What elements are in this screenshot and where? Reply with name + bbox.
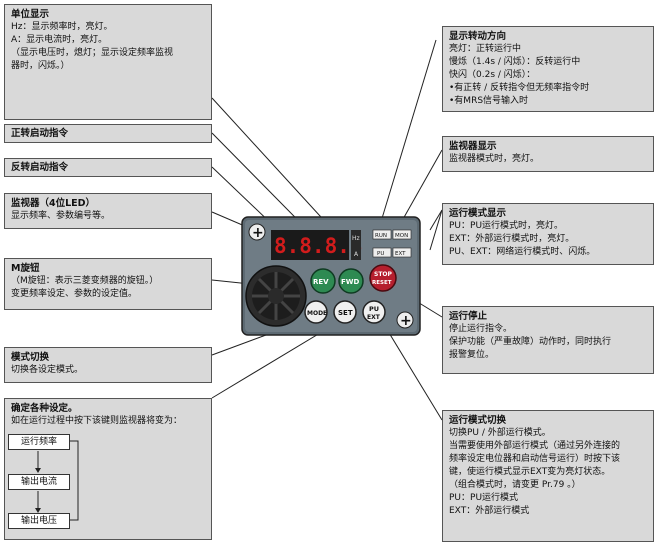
rotation-direction-line: 亮灯：正转运行中 bbox=[449, 44, 522, 54]
pu-button-label: PU bbox=[369, 305, 379, 313]
rotation-direction-line: •有MRS信号输入时 bbox=[449, 96, 529, 106]
mode-switch-title: 模式切换 bbox=[11, 352, 50, 363]
operation-mode-switch-line: PU：PU运行模式 bbox=[449, 493, 519, 503]
rev-button-label: REV bbox=[313, 278, 329, 286]
mode-button[interactable] bbox=[304, 300, 328, 324]
rev-button[interactable] bbox=[310, 268, 336, 294]
monitor-display-box: 监视器显示 监视器模式时，亮灯。 bbox=[442, 136, 654, 172]
operation-mode-switch-line: 频率设定电位器和启动信号运行）时按下该 bbox=[449, 454, 621, 464]
forward-start-title: 正转启动指令 bbox=[11, 128, 69, 139]
led-mon-label: MON bbox=[395, 233, 408, 239]
stop-line: 保护功能（严重故障）动作时，同时执行 bbox=[449, 337, 612, 347]
stop-line: 停止运行指令。 bbox=[449, 324, 513, 334]
reverse-start-title: 反转启动指令 bbox=[11, 162, 69, 173]
led-display-digits: 8.8.8.8 bbox=[274, 234, 363, 258]
m-knob-line: 变更频率设定、参数的设定值。 bbox=[11, 289, 138, 299]
operation-panel: 8.8.8.8 Hz A RUN MON PU EXT + + REV FWD … bbox=[241, 216, 421, 336]
mode-button-label: MODE bbox=[307, 310, 327, 317]
monitor-led-line: 显示频率、参数编号等。 bbox=[11, 211, 111, 221]
flow-step-frequency: 运行频率 bbox=[8, 434, 70, 450]
forward-start-box: 正转启动指令 bbox=[4, 124, 212, 143]
plus-icon: + bbox=[400, 313, 412, 329]
unit-display-title: 单位显示 bbox=[11, 9, 50, 20]
rotation-direction-line: 慢烁（1.4s / 闪烁）：反转运行中 bbox=[449, 57, 581, 67]
operation-mode-switch-line: EXT：外部运行模式 bbox=[449, 506, 530, 516]
pu-ext-button[interactable] bbox=[362, 300, 386, 324]
stop-reset-button[interactable] bbox=[369, 264, 397, 292]
set-button[interactable] bbox=[333, 300, 357, 324]
operation-mode-switch-box: 运行模式切换 切换PU / 外部运行模式。 当需要使用外部运行模式（通过另外连接… bbox=[442, 410, 654, 542]
mode-switch-line: 切换各设定模式。 bbox=[11, 365, 84, 375]
operation-mode-display-line: EXT：外部运行模式时，亮灯。 bbox=[449, 234, 575, 244]
fwd-button-label: FWD bbox=[341, 278, 360, 286]
flow-step-voltage: 输出电压 bbox=[8, 513, 70, 529]
m-knob-box: M旋钮 （M旋钮：表示三菱变频器的旋钮。） 变更频率设定、参数的设定值。 bbox=[4, 258, 212, 310]
m-knob-title: M旋钮 bbox=[11, 263, 40, 274]
operation-mode-switch-title: 运行模式切换 bbox=[449, 415, 507, 426]
stop-line: 报警复位。 bbox=[449, 350, 495, 360]
stop-title: 运行停止 bbox=[449, 311, 488, 322]
rotation-direction-box: 显示转动方向 亮灯：正转运行中 慢烁（1.4s / 闪烁）：反转运行中 快闪（0… bbox=[442, 26, 654, 112]
rotation-direction-line: 快闪（0.2s / 闪烁）： bbox=[449, 70, 536, 80]
m-knob[interactable] bbox=[245, 265, 307, 327]
rotation-direction-line: •有正转 / 反转指令但无频率指令时 bbox=[449, 83, 590, 93]
unit-display-line: （显示电压时，熄灯；显示设定频率监视 bbox=[11, 48, 174, 58]
operation-mode-switch-line: （组合模式时，请变更 Pr.79 。） bbox=[449, 480, 581, 490]
operation-mode-display-box: 运行模式显示 PU：PU运行模式时，亮灯。 EXT：外部运行模式时，亮灯。 PU… bbox=[442, 203, 654, 265]
m-knob-line: （M旋钮：表示三菱变频器的旋钮。） bbox=[11, 276, 159, 286]
operation-mode-switch-line: 当需要使用外部运行模式（通过另外连接的 bbox=[449, 441, 621, 451]
monitor-display-line: 监视器模式时，亮灯。 bbox=[449, 154, 540, 164]
reset-button-label: RESET bbox=[372, 280, 392, 286]
unit-display-line: Hz：显示频率时，亮灯。 bbox=[11, 22, 113, 32]
unit-a-label: A bbox=[354, 251, 359, 258]
unit-display-box: 单位显示 Hz：显示频率时，亮灯。 A：显示电流时，亮灯。 （显示电压时，熄灯；… bbox=[4, 4, 212, 120]
operation-mode-switch-line: 键，使运行模式显示EXT变为亮灯状态。 bbox=[449, 467, 611, 477]
operation-mode-display-line: PU：PU运行模式时，亮灯。 bbox=[449, 221, 564, 231]
monitor-led-title: 监视器（4位LED） bbox=[11, 198, 96, 209]
unit-display-line: 器时，闪烁。） bbox=[11, 61, 70, 71]
led-ext-label: EXT bbox=[395, 251, 406, 257]
flow-step-current: 输出电流 bbox=[8, 474, 70, 490]
led-pu-label: PU bbox=[377, 251, 384, 257]
ext-button-label: EXT bbox=[367, 314, 381, 321]
set-button-label: SET bbox=[338, 309, 353, 317]
mode-switch-box: 模式切换 切换各设定模式。 bbox=[4, 347, 212, 383]
unit-display-line: A：显示电流时，亮灯。 bbox=[11, 35, 108, 45]
plus-icon: + bbox=[252, 225, 264, 241]
fwd-button[interactable] bbox=[338, 268, 364, 294]
operation-mode-switch-line: 切换PU / 外部运行模式。 bbox=[449, 428, 551, 438]
stop-button-label: STOP bbox=[374, 271, 393, 278]
monitor-led-box: 监视器（4位LED） 显示频率、参数编号等。 bbox=[4, 193, 212, 229]
operation-mode-display-title: 运行模式显示 bbox=[449, 208, 507, 219]
stop-box: 运行停止 停止运行指令。 保护功能（严重故障）动作时，同时执行 报警复位。 bbox=[442, 306, 654, 374]
set-title: 确定各种设定。 bbox=[11, 403, 78, 414]
led-run-label: RUN bbox=[375, 233, 387, 239]
monitor-display-title: 监视器显示 bbox=[449, 141, 497, 152]
unit-hz-label: Hz bbox=[352, 235, 360, 242]
reverse-start-box: 反转启动指令 bbox=[4, 158, 212, 177]
set-line: 如在运行过程中按下该键则监视器将变为： bbox=[11, 416, 183, 426]
rotation-direction-title: 显示转动方向 bbox=[449, 31, 507, 42]
operation-mode-display-line: PU、EXT：网络运行模式时、闪烁。 bbox=[449, 247, 596, 257]
